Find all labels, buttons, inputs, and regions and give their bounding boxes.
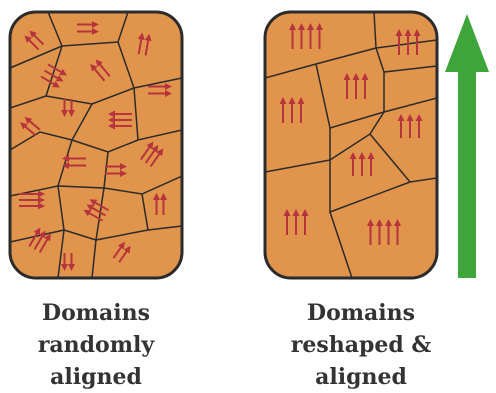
magnetization-arrow (352, 73, 360, 99)
magnetization-arrow (24, 116, 41, 131)
magnetization-arrow (77, 28, 99, 35)
magnetization-arrow (148, 90, 172, 97)
magnetization-arrow (394, 219, 401, 245)
magnetization-arrow (68, 99, 75, 117)
magnetization-arrow (361, 73, 369, 99)
magnetization-arrow (33, 230, 46, 251)
magnetization-arrow (376, 219, 383, 245)
caption-line: aligned (315, 364, 407, 390)
magnetization-arrow (29, 30, 45, 46)
magnetization-arrow (307, 23, 314, 49)
magnetization-arrow (343, 73, 351, 99)
magnetization-arrow (288, 97, 296, 123)
magnetization-arrow (47, 63, 68, 76)
magnetization-arrow (139, 141, 154, 161)
magnetization-arrow (160, 193, 167, 215)
magnetization-arrow (28, 227, 41, 248)
magnetization-arrow (61, 99, 68, 117)
magnetization-arrow (61, 253, 68, 271)
magnetization-arrow (62, 162, 86, 169)
magnetization-arrow (112, 241, 125, 259)
magnetization-arrow (289, 23, 296, 49)
magnetization-arrow (118, 245, 131, 263)
aligned-domains-panel (263, 10, 439, 280)
panel-border (8, 10, 184, 280)
magnetization-arrow (301, 209, 309, 235)
magnetization-arrow (108, 116, 132, 124)
magnetization-arrow (316, 23, 323, 49)
magnetization-arrow (68, 253, 75, 271)
magnetization-arrow (43, 69, 64, 82)
magnetization-arrow (297, 97, 305, 123)
external-field-arrow (445, 14, 489, 278)
magnetization-arrow (38, 233, 51, 254)
magnetization-arrow (358, 152, 366, 176)
magnetization-arrow (108, 122, 132, 130)
magnetization-arrow (62, 155, 86, 162)
magnetization-arrow (77, 21, 99, 28)
panel-background (10, 12, 182, 278)
magnetization-arrow (404, 29, 412, 55)
magnetization-arrow (292, 209, 300, 235)
magnetization-arrow (19, 202, 45, 210)
magnetization-arrow (367, 152, 375, 176)
aligned-domains-caption: Domains reshaped & aligned (265, 297, 457, 393)
magnetization-arrow (349, 152, 357, 176)
magnetization-arrow (86, 204, 107, 217)
magnetization-arrow (367, 219, 374, 245)
random-domains-caption: Domains randomly aligned (0, 297, 192, 393)
magnetization-arrow (40, 75, 61, 88)
magnetization-arrow (83, 209, 104, 222)
magnetization-arrow (385, 219, 392, 245)
magnetization-arrow (108, 110, 132, 118)
caption-line: reshaped & (290, 332, 432, 358)
magnetization-arrow (144, 33, 152, 56)
magnetization-arrow (279, 97, 287, 123)
panel-border (263, 10, 439, 280)
magnetization-arrow (298, 23, 305, 49)
random-domains-panel (8, 10, 184, 280)
magnetization-arrow (283, 209, 291, 235)
magnetization-arrow (415, 114, 423, 138)
magnetization-arrow (20, 122, 37, 136)
magnetization-arrow (89, 199, 110, 212)
magnetization-arrow (105, 163, 127, 170)
magnetization-arrow (19, 190, 45, 198)
panel-background (265, 12, 437, 278)
magnetization-arrow (105, 170, 127, 177)
magnetization-arrow (413, 29, 421, 55)
magnetization-arrows (19, 21, 172, 271)
caption-line: randomly (37, 332, 155, 358)
magnetization-arrow (95, 59, 111, 77)
magnetization-arrow (24, 35, 40, 51)
magnetization-arrows (279, 23, 423, 245)
magnetization-arrow (148, 83, 172, 90)
magnetization-arrow (144, 144, 159, 164)
magnetization-arrow (153, 193, 160, 215)
magnetization-arrow (406, 114, 414, 138)
magnetization-arrow (90, 63, 106, 82)
caption-line: Domains (41, 300, 151, 326)
caption-line: Domains (306, 300, 416, 326)
magnetization-arrow (137, 32, 145, 55)
magnetization-arrow (149, 148, 164, 168)
magnetization-arrow (19, 196, 45, 204)
caption-line: aligned (50, 364, 142, 390)
domain-walls (265, 12, 437, 278)
magnetization-arrow (395, 29, 403, 55)
magnetization-arrow (397, 114, 405, 138)
